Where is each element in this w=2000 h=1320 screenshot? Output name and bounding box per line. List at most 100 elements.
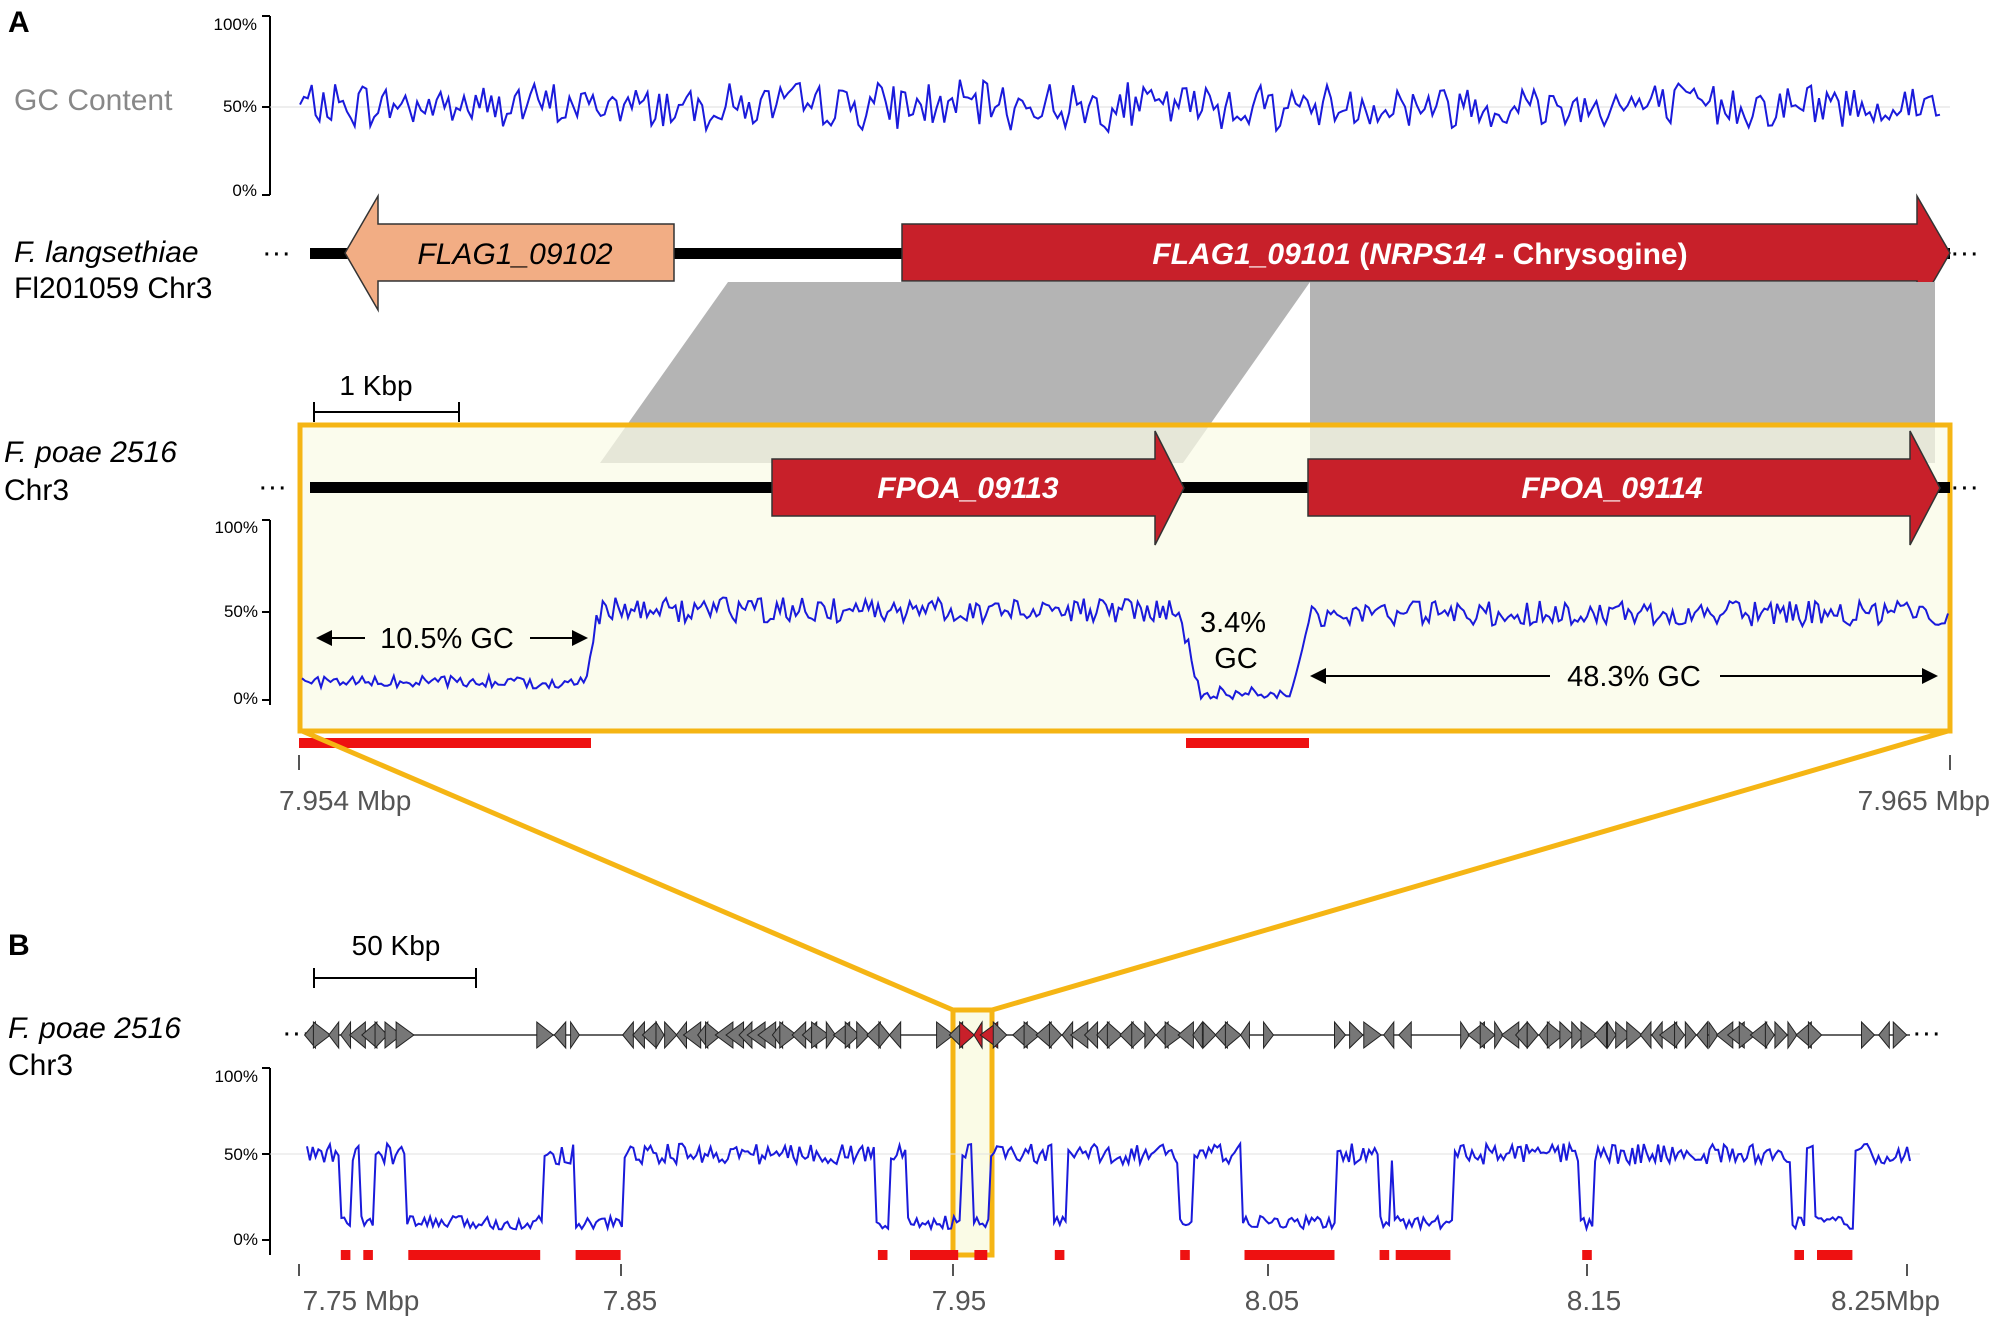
gene-glyph [1878,1020,1890,1050]
gene-glyph [1546,1020,1565,1050]
overview-tick-0: 7.75 Mbp [303,1285,420,1316]
gene-glyph [1119,1020,1134,1050]
gene-glyph [856,1020,870,1050]
gene-glyph [1892,1020,1908,1050]
gene-glyph [825,1020,837,1050]
low-gc-bar-overview [1817,1250,1853,1260]
low-gc-bar-overview [1244,1250,1335,1260]
low-gc-bar-overview [1180,1250,1190,1260]
gene-glyph [1494,1020,1504,1050]
panel-label-b: B [8,929,30,962]
annotation-middle-line2: GC [1214,643,1258,675]
low-gc-bar-overview [1395,1250,1451,1260]
gene-glyph [664,1020,678,1050]
gene-glyph [1774,1020,1789,1050]
gene-glyph [1239,1020,1250,1050]
low-gc-bars-overview [340,1250,1853,1260]
gene-glyph [878,1020,891,1050]
low-gc-bar-a1 [299,738,591,748]
gene-glyph [1696,1020,1708,1050]
poae-a-right-dots: ··· [1950,471,1979,503]
gene-glyph [374,1020,389,1050]
low-gc-bar-overview [1794,1250,1804,1260]
gene-glyph [936,1020,955,1050]
gene-glyph [1106,1020,1123,1050]
panel-label-a: A [8,6,30,39]
gene-fpoa-09113-label: FPOA_09113 [877,472,1059,505]
gene-glyph [1131,1020,1146,1050]
gene-glyph [1684,1020,1697,1050]
svg-text:···: ··· [1912,1017,1941,1049]
gene-glyph [1224,1020,1242,1050]
gene-glyph [1639,1020,1652,1050]
gene-fpoa-09113 [771,430,1185,546]
gene-glyph [395,1021,415,1049]
gene-glyph [1177,1020,1194,1050]
gene-glyph [844,1020,861,1050]
gene-glyph [1023,1020,1041,1050]
low-gc-bar-overview [408,1250,541,1260]
gene-glyph [1571,1020,1585,1050]
low-gc-bar-overview [1379,1250,1390,1260]
gene-glyph [1192,1020,1203,1050]
gene-flag1-09102-label: FLAG1_09102 [417,238,612,271]
gc-content-label: GC Content [14,84,173,117]
gene-flag1-09101 [901,193,1951,313]
low-gc-bar-overview [1582,1250,1592,1260]
poae-a-species: F. poae 2516 [4,436,177,469]
gene-glyph [1559,1020,1575,1050]
gene-glyph [1048,1020,1063,1050]
langsethiae-left-dots: ··· [262,237,291,269]
low-gc-bar-overview [877,1250,888,1260]
gene-glyph [1787,1020,1798,1050]
gene-glyph [1749,1020,1768,1050]
gene-glyph [1202,1020,1217,1050]
overview-tick-1: 7.85 [603,1285,658,1316]
langsethiae-right-dots: ··· [1950,237,1979,269]
gene-glyph [1333,1020,1347,1050]
gene-glyph [553,1020,567,1050]
gene-glyph [1615,1020,1632,1050]
gene-glyph [536,1020,555,1050]
low-gc-bar-overview [575,1250,621,1260]
gene-glyph [1738,1020,1757,1050]
overview-tick-3: 8.05 [1245,1285,1300,1316]
gene-glyph [1479,1020,1496,1050]
low-gc-bar-a2 [1186,738,1309,748]
poae-a-left-dots: ··· [258,471,287,503]
gc-zoom-tick-100: 100% [215,518,258,537]
gene-glyph [1580,1020,1599,1050]
gene-glyph [1460,1020,1470,1050]
low-gc-bar-overview [1054,1250,1065,1260]
scale-bar-50kbp: 50 Kbp [313,930,477,988]
low-gc-bar-overview [910,1250,959,1260]
annotation-left: 10.5% GC [316,623,588,655]
zoom-axis-start: 7.954 Mbp [279,785,411,816]
gene-glyph [1363,1021,1383,1049]
poae-a-strain: Chr3 [4,474,69,507]
annotation-middle-line1: 3.4% [1200,607,1266,639]
langsethiae-species: F. langsethiae [14,236,199,269]
annotation-right: 48.3% GC [1310,661,1938,693]
low-gc-bar-overview [363,1250,373,1260]
gc-overview-tick-0: 0% [233,1230,258,1249]
gene-glyph [1398,1020,1412,1050]
gene-glyph [888,1020,902,1050]
zoom-connector-right [991,728,1949,1013]
gene-glyph [1526,1020,1539,1050]
gene-glyph [384,1020,403,1050]
poae-b-species: F. poae 2516 [8,1012,181,1045]
poae-b-strain: Chr3 [8,1049,73,1082]
gene-glyph [1606,1020,1617,1050]
low-gc-bar-overview [340,1250,351,1260]
gene-glyph [570,1020,581,1050]
gene-glyph [1263,1020,1275,1050]
synteny-block-2 [1310,282,1935,463]
gc-top-line [299,78,1941,135]
poae-b-chromosome: ··· ··· [282,1017,1941,1050]
overview-tick-4: 8.15 [1567,1285,1622,1316]
gene-glyph [1861,1020,1876,1050]
gene-glyph [1383,1020,1395,1050]
gene-glyph [779,1020,798,1050]
gene-glyph [1349,1020,1364,1050]
